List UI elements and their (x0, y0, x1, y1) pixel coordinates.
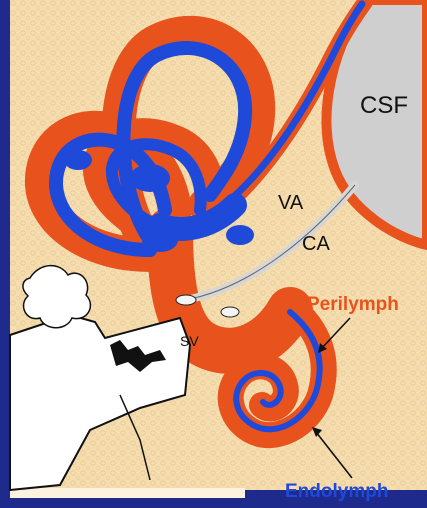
ampulla-superior (130, 164, 170, 192)
incus-shape (23, 266, 91, 328)
label-endolymph: Endolymph (285, 481, 388, 502)
oval-window (176, 295, 196, 305)
bottom-light-strip (10, 488, 245, 498)
label-perilymph: Perilymph (307, 294, 399, 315)
saccule (226, 225, 254, 245)
label-ca: CA (302, 233, 330, 255)
ampulla-lateral (142, 228, 178, 252)
label-sv: SV (180, 333, 199, 349)
label-csf: CSF (360, 92, 408, 119)
ampulla-posterior (64, 150, 92, 170)
label-va: VA (278, 192, 304, 214)
round-window (221, 307, 239, 317)
